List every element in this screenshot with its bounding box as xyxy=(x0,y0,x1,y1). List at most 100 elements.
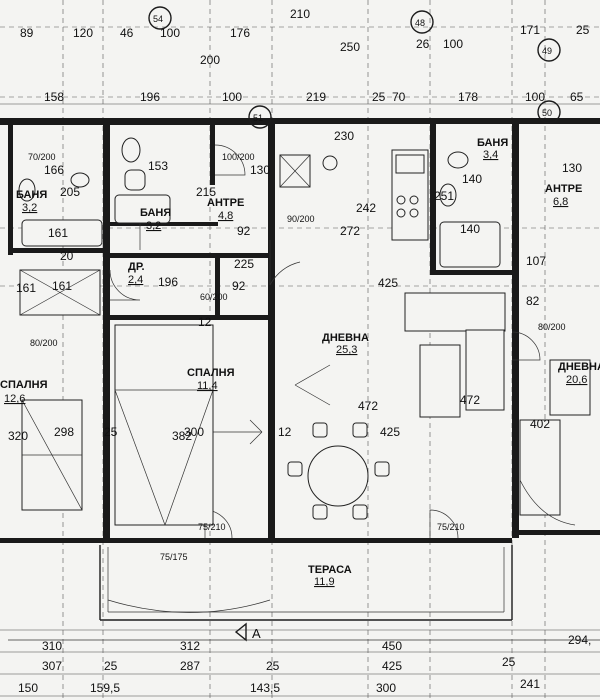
room-area-banya-3: 3,4 xyxy=(483,149,498,161)
interior-dim: 140 xyxy=(460,222,480,236)
interior-dim: 161 xyxy=(16,281,36,295)
top-dim: 25 xyxy=(576,23,590,37)
door-label: 75/210 xyxy=(198,522,226,532)
room-area-dnevna-1: 25,3 xyxy=(336,344,357,356)
mid-dim: 25 xyxy=(372,90,386,104)
bottom-dim: 241 xyxy=(520,677,540,691)
door-label: 80/200 xyxy=(30,338,58,348)
room-area-spalnya-2: 12,6 xyxy=(4,393,25,405)
interior-dimensions: 166 153 130 272 425 196 161 161 92 225 9… xyxy=(8,7,582,443)
room-area-terasa: 11,9 xyxy=(314,576,335,588)
interior-dim: 161 xyxy=(48,226,68,240)
interior-dim: 107 xyxy=(526,254,546,268)
mid-dim: 158 xyxy=(44,90,64,104)
bottom-dim: 300 xyxy=(376,681,396,695)
room-name-banya-3: БАНЯ xyxy=(477,137,508,149)
room-area-dnevna-2: 20,6 xyxy=(566,374,587,386)
bottom-dim: 25 xyxy=(266,659,280,673)
interior-dim: 298 xyxy=(54,425,74,439)
interior-dim: 92 xyxy=(237,224,251,238)
interior-dim: 425 xyxy=(378,276,398,290)
interior-dim: 161 xyxy=(52,279,72,293)
bottom-dim: 143,5 xyxy=(250,681,280,695)
section-label: A xyxy=(252,626,261,641)
room-name-dnevna-1: ДНЕВНА xyxy=(322,332,369,344)
door-label: 60/200 xyxy=(200,292,228,302)
top-dim: 100 xyxy=(443,37,463,51)
interior-dim: 25 xyxy=(104,425,118,439)
room-labels: БАНЯ 3,2 БАНЯ 3,2 БАНЯ 3,4 АНТРЕ 4,8 АНТ… xyxy=(0,137,600,588)
interior-dim: 210 xyxy=(290,7,310,21)
room-area-antre-2: 6,8 xyxy=(553,196,568,208)
interior-dim: 82 xyxy=(526,294,540,308)
interior-dim: 20 xyxy=(60,249,74,263)
mid-dim: 70 xyxy=(392,90,406,104)
interior-dim: 130 xyxy=(250,163,270,177)
room-area-banya-2: 3,2 xyxy=(146,220,161,232)
unit-49: 49 xyxy=(542,46,552,56)
section-marker: A xyxy=(234,622,261,642)
door-label: 75/175 xyxy=(160,552,188,562)
interior-dim: 166 xyxy=(44,163,64,177)
bedroom-furniture xyxy=(19,269,214,526)
interior-dim: 153 xyxy=(148,159,168,173)
top-dim: 100 xyxy=(160,26,180,40)
interior-dim: 130 xyxy=(562,161,582,175)
room-name-antre-1: АНТРЕ xyxy=(207,197,244,209)
unit-50: 50 xyxy=(542,108,552,118)
interior-dim: 472 xyxy=(358,399,378,413)
mid-dim: 178 xyxy=(458,90,478,104)
unit-48: 48 xyxy=(415,18,425,28)
living-furniture xyxy=(212,292,506,520)
unit-number-markers: 54 48 49 51 50 xyxy=(148,6,561,129)
door-label: 75/210 xyxy=(437,522,465,532)
top-dim: 89 xyxy=(20,26,34,40)
room-name-spalnya-1: СПАЛНЯ xyxy=(187,367,235,379)
room-area-banya-1: 3,2 xyxy=(22,202,37,214)
top-dim: 176 xyxy=(230,26,250,40)
door-label: 90/200 xyxy=(287,214,315,224)
bottom-dim: 425 xyxy=(382,659,402,673)
bottom-dim: 25 xyxy=(502,655,516,669)
sanitary-fixtures xyxy=(18,137,501,268)
bottom-dim: 312 xyxy=(180,639,200,653)
room-name-banya-2: БАНЯ xyxy=(140,207,171,219)
mid-dim: 219 xyxy=(306,90,326,104)
bottom-dim: 287 xyxy=(180,659,200,673)
interior-dim: 12 xyxy=(278,425,292,439)
door-label: 70/200 xyxy=(28,152,56,162)
top-dim: 171 xyxy=(520,23,540,37)
interior-dim: 205 xyxy=(60,185,80,199)
bottom-dim: 150 xyxy=(18,681,38,695)
top-dimension-row: 89 120 46 100 176 250 100 171 25 xyxy=(20,23,590,54)
mid-dim: 100 xyxy=(222,90,242,104)
door-label: 100/200 xyxy=(222,152,255,162)
room-name-dr: ДР. xyxy=(128,261,145,273)
interior-dim: 200 xyxy=(200,53,220,67)
interior-dim: 300 xyxy=(184,425,204,439)
room-area-antre-1: 4,8 xyxy=(218,210,233,222)
bottom-dim: 310 xyxy=(42,639,62,653)
room-name-antre-2: АНТРЕ xyxy=(545,183,582,195)
interior-dim: 225 xyxy=(234,257,254,271)
interior-dim: 425 xyxy=(380,425,400,439)
unit-54: 54 xyxy=(153,14,163,24)
interior-dim: 92 xyxy=(232,279,246,293)
mid-dimension-row: 158 196 100 219 25 70 178 100 65 xyxy=(44,90,584,104)
interior-dim: 196 xyxy=(158,275,178,289)
bottom-dim: 450 xyxy=(382,639,402,653)
door-size-labels: 70/200 80/200 90/200 100/200 75/210 75/1… xyxy=(28,152,566,562)
mid-dim: 65 xyxy=(570,90,584,104)
interior-dim: 242 xyxy=(356,201,376,215)
interior-dim: 472 xyxy=(460,393,480,407)
interior-dim: 402 xyxy=(530,417,550,431)
bottom-dimension-rows: 310 312 450 294, 307 25 287 25 425 25 15… xyxy=(18,633,591,695)
mid-dim: 196 xyxy=(140,90,160,104)
interior-dim: 140 xyxy=(462,172,482,186)
interior-dim: 12 xyxy=(198,315,212,329)
walls xyxy=(0,118,600,543)
room-area-dr: 2,4 xyxy=(128,274,143,286)
top-dim: 120 xyxy=(73,26,93,40)
kitchen-counter xyxy=(391,149,429,241)
